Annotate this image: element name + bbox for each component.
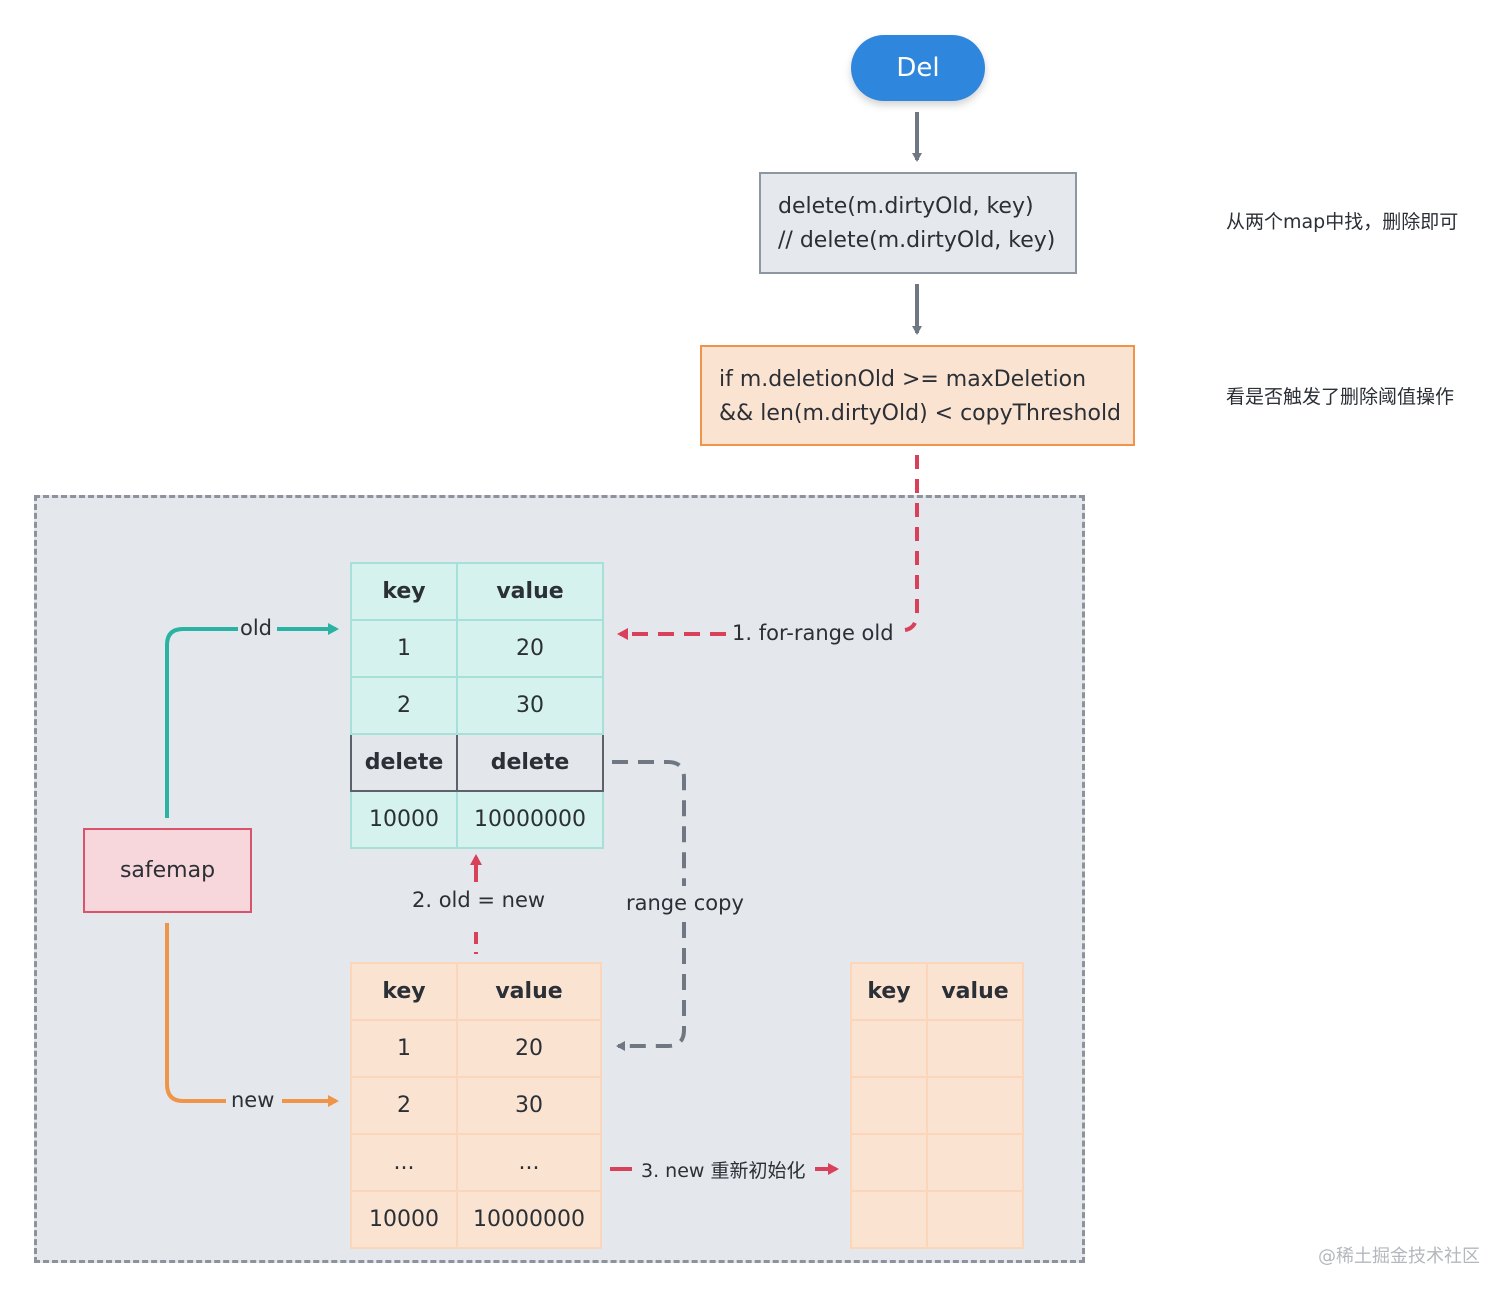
delete-step-box: delete(m.dirtyOld, key) // delete(m.dirt… [759, 172, 1077, 274]
arrow-safemap-new [165, 923, 226, 1103]
cell-key: 1 [350, 1019, 458, 1078]
table-row: 2 30 [350, 1076, 602, 1135]
cell-value [926, 1190, 1024, 1249]
table-row: 1 20 [350, 1019, 602, 1078]
cell-key: 2 [350, 1076, 458, 1135]
cell-key: ... [350, 1133, 458, 1192]
cell-value: 20 [456, 619, 604, 678]
cell-key: 1 [350, 619, 458, 678]
cell-key: 2 [350, 676, 458, 735]
table-row: 10000 10000000 [350, 1190, 602, 1249]
cell-key: delete [350, 733, 458, 792]
new-edge-label: new [231, 1088, 275, 1112]
cell-value: 30 [456, 676, 604, 735]
table-row [850, 1133, 1024, 1192]
header-value: value [456, 562, 604, 621]
table-row: 10000 10000000 [350, 790, 604, 849]
header-value: value [456, 962, 602, 1021]
cell-value [926, 1076, 1024, 1135]
table-row [850, 1019, 1024, 1078]
cell-key: 10000 [350, 790, 458, 849]
table-row [850, 1190, 1024, 1249]
step2-label: 2. old = new [412, 888, 546, 912]
table-header-row: key value [850, 962, 1024, 1021]
arrow-range-copy-bottom [616, 922, 686, 1051]
header-key: key [850, 962, 928, 1021]
arrow-safemap-old [165, 627, 238, 818]
table-row: 2 30 [350, 676, 604, 735]
condition-note: 看是否触发了删除阈值操作 [1226, 386, 1455, 408]
arrow-condition-to-step1 [904, 455, 919, 632]
old-map-table: key value 1 20 2 30 delete delete 10000 … [350, 562, 604, 849]
cell-value: ... [456, 1133, 602, 1192]
new-map-table: key value 1 20 2 30 ... ... 10000 100000… [350, 962, 602, 1249]
condition-step-box: if m.deletionOld >= maxDeletion && len(m… [700, 345, 1135, 446]
watermark: @稀土掘金技术社区 [1318, 1246, 1480, 1267]
cell-value: 20 [456, 1019, 602, 1078]
header-value: value [926, 962, 1024, 1021]
cell-key [850, 1019, 928, 1078]
old-edge-label: old [240, 616, 273, 640]
table-header-row: key value [350, 962, 602, 1021]
cell-key [850, 1190, 928, 1249]
cell-value: 10000000 [456, 790, 604, 849]
reinitialized-map-table: key value [850, 962, 1024, 1249]
range-copy-label: range copy [624, 891, 746, 915]
deleted-row: delete delete [350, 733, 604, 792]
cell-value: 30 [456, 1076, 602, 1135]
step1-label: 1. for-range old [732, 621, 894, 645]
delete-note: 从两个map中找，删除即可 [1226, 211, 1459, 233]
cell-value [926, 1133, 1024, 1192]
table-row [850, 1076, 1024, 1135]
header-key: key [350, 562, 458, 621]
table-row: 1 20 [350, 619, 604, 678]
cell-key [850, 1076, 928, 1135]
cell-key [850, 1133, 928, 1192]
table-row: ... ... [350, 1133, 602, 1192]
step3-label: 3. new 重新初始化 [641, 1160, 806, 1182]
cell-value: delete [456, 733, 604, 792]
cell-value [926, 1019, 1024, 1078]
arrow-range-copy-top [612, 760, 686, 886]
header-key: key [350, 962, 458, 1021]
table-header-row: key value [350, 562, 604, 621]
cell-key: 10000 [350, 1190, 458, 1249]
safemap-node: safemap [83, 828, 252, 913]
cell-value: 10000000 [456, 1190, 602, 1249]
start-node-del: Del [851, 35, 985, 101]
